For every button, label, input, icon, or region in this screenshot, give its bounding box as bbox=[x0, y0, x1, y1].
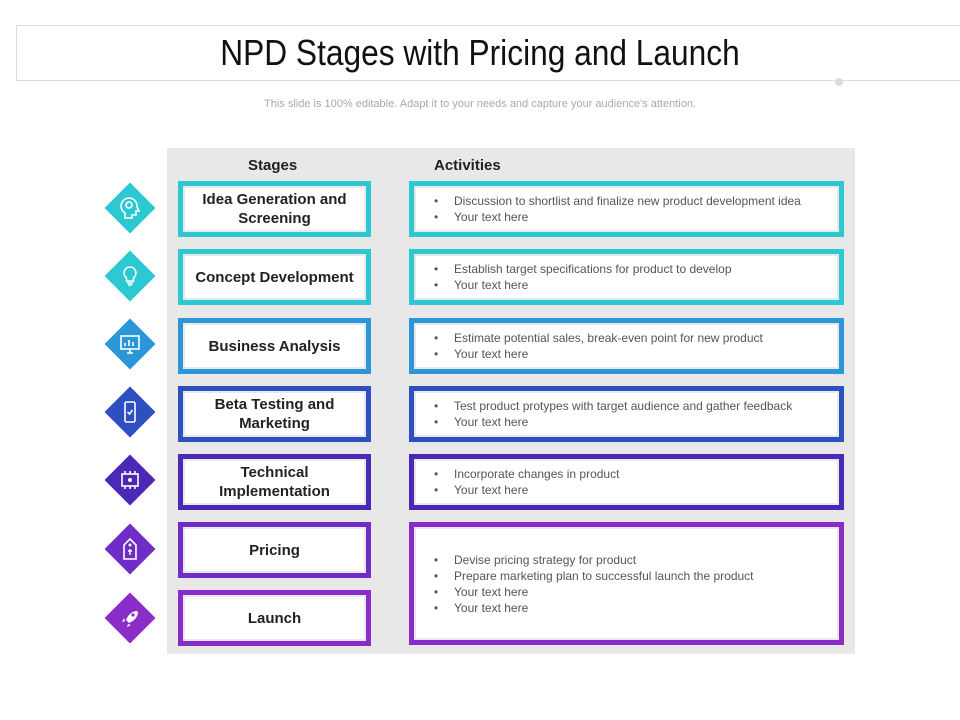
activity-box-4: Test product protypes with target audien… bbox=[409, 386, 844, 442]
stage-label: Launch bbox=[185, 597, 364, 639]
stage-label: Idea Generation and Screening bbox=[185, 188, 364, 230]
stage-box-2: Concept Development bbox=[178, 249, 371, 305]
activity-box-1: Discussion to shortlist and finalize new… bbox=[409, 181, 844, 237]
rocket-icon bbox=[106, 594, 154, 642]
page-title: NPD Stages with Pricing and Launch bbox=[220, 32, 740, 73]
mobile-check-icon bbox=[106, 388, 154, 436]
page-subtitle: This slide is 100% editable. Adapt it to… bbox=[264, 98, 696, 110]
activity-box-6: Devise pricing strategy for product Prep… bbox=[409, 522, 844, 645]
title-frame bbox=[16, 25, 960, 81]
activity-box-2: Establish target specifications for prod… bbox=[409, 249, 844, 305]
lightbulb-icon bbox=[106, 252, 154, 300]
head-gears-icon bbox=[106, 184, 154, 232]
activity-item: Establish target specifications for prod… bbox=[432, 261, 837, 277]
activity-item: Your text here bbox=[432, 584, 837, 600]
activity-item: Incorporate changes in product bbox=[432, 466, 837, 482]
activity-item: Your text here bbox=[432, 277, 837, 293]
price-tag-icon bbox=[106, 525, 154, 573]
activity-item: Your text here bbox=[432, 346, 837, 362]
stage-label: Business Analysis bbox=[185, 325, 364, 367]
stage-label: Technical Implementation bbox=[185, 461, 364, 503]
activity-item: Your text here bbox=[432, 209, 837, 225]
stage-box-6: Pricing bbox=[178, 522, 371, 578]
stage-label: Beta Testing and Marketing bbox=[185, 393, 364, 435]
title-decor-dot bbox=[835, 78, 843, 86]
stage-box-7: Launch bbox=[178, 590, 371, 646]
activity-item: Test product protypes with target audien… bbox=[432, 398, 837, 414]
activity-item: Your text here bbox=[432, 600, 837, 616]
stage-label: Pricing bbox=[185, 529, 364, 571]
monitor-chart-icon bbox=[106, 320, 154, 368]
stage-box-4: Beta Testing and Marketing bbox=[178, 386, 371, 442]
activity-item: Your text here bbox=[432, 482, 837, 498]
activity-item: Estimate potential sales, break-even poi… bbox=[432, 330, 837, 346]
activities-header: Activities bbox=[434, 157, 501, 174]
activity-box-5: Incorporate changes in product Your text… bbox=[409, 454, 844, 510]
activity-item: Devise pricing strategy for product bbox=[432, 552, 837, 568]
circuit-board-icon bbox=[106, 456, 154, 504]
stage-label: Concept Development bbox=[185, 256, 364, 298]
stage-box-5: Technical Implementation bbox=[178, 454, 371, 510]
activity-item: Prepare marketing plan to successful lau… bbox=[432, 568, 837, 584]
stage-box-3: Business Analysis bbox=[178, 318, 371, 374]
activity-box-3: Estimate potential sales, break-even poi… bbox=[409, 318, 844, 374]
activity-item: Your text here bbox=[432, 414, 837, 430]
stage-box-1: Idea Generation and Screening bbox=[178, 181, 371, 237]
activity-item: Discussion to shortlist and finalize new… bbox=[432, 193, 837, 209]
stages-header: Stages bbox=[248, 157, 298, 174]
